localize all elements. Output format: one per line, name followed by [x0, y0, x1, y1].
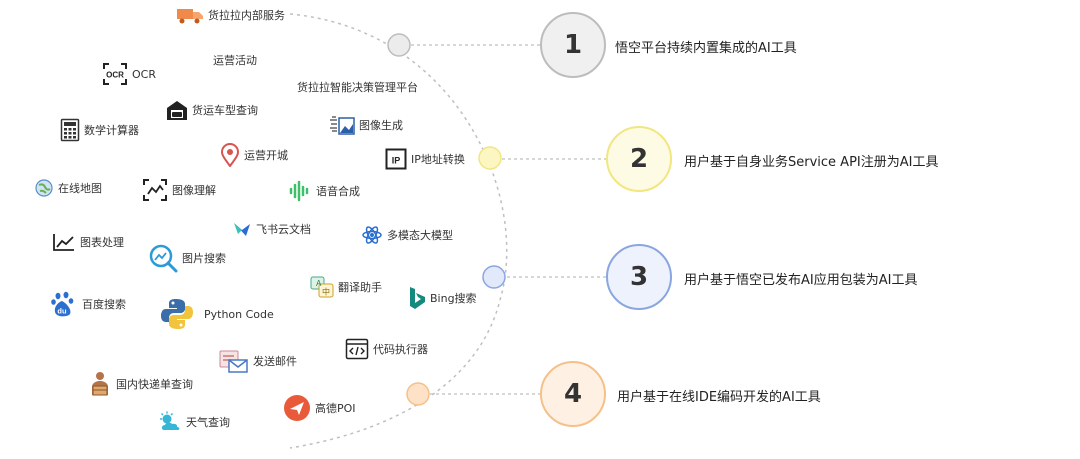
tool-multimodal-model: 多模态大模型	[361, 224, 453, 246]
ip-icon: IP	[385, 148, 407, 170]
tool-label: 图像生成	[359, 119, 403, 132]
ip-icon-text: IP	[392, 156, 401, 166]
tool-baidu-search: du 百度搜索	[50, 290, 126, 318]
voice-wave-icon	[288, 180, 312, 202]
step-3-number: 3	[629, 262, 649, 292]
tool-label: 发送邮件	[253, 355, 297, 368]
step-2-text: 用户基于自身业务Service API注册为AI工具	[684, 155, 939, 170]
tool-chart-processing: 图表处理	[52, 232, 124, 252]
tool-amap-poi: 高德POI	[283, 394, 356, 422]
tool-weather-query: 天气查询	[158, 411, 230, 433]
tool-image-search: 图片搜索	[148, 243, 226, 273]
weather-icon	[158, 411, 182, 433]
tool-label: 在线地图	[58, 182, 102, 195]
tool-label: 货拉拉内部服务	[208, 9, 285, 22]
arc-dot-4	[406, 382, 430, 406]
translate-icon-text-b: 中	[322, 287, 330, 297]
step-4-text: 用户基于在线IDE编码开发的AI工具	[617, 390, 821, 405]
arc-dot-2	[478, 146, 502, 170]
tool-label: 运营开城	[244, 149, 288, 162]
step-3-text: 用户基于悟空已发布AI应用包装为AI工具	[684, 273, 918, 288]
arc-dot-3	[482, 265, 506, 289]
tool-label: 货运车型查询	[192, 104, 258, 117]
tool-express-query: 国内快递单查询	[88, 371, 193, 397]
tool-label: 数学计算器	[84, 124, 139, 137]
translate-icon-text-a: A	[316, 279, 322, 288]
tool-code-executor: 代码执行器	[345, 338, 428, 360]
tool-label: 高德POI	[315, 402, 356, 415]
bing-icon	[408, 286, 426, 310]
amap-icon	[283, 394, 311, 422]
tool-ip-convert: IP IP地址转换	[385, 148, 465, 170]
tool-label: IP地址转换	[411, 153, 465, 166]
step-1-number: 1	[563, 30, 583, 60]
calculator-icon	[60, 118, 80, 142]
image-understand-icon	[142, 178, 168, 202]
tool-vehicle-query: 货运车型查询	[166, 99, 258, 121]
python-icon	[160, 297, 194, 331]
tool-label: 多模态大模型	[387, 229, 453, 242]
tool-decision-platform: 货拉拉智能决策管理平台	[297, 81, 418, 94]
step-1-circle: 1	[540, 12, 606, 78]
tool-label: Bing搜索	[430, 292, 477, 305]
step-2-number: 2	[629, 144, 649, 174]
step-2-circle: 2	[606, 126, 672, 192]
baidu-icon-text: du	[57, 307, 67, 316]
step-1-text: 悟空平台持续内置集成的AI工具	[615, 41, 797, 56]
step-4-circle: 4	[540, 361, 606, 427]
tool-python-code: Python Code	[160, 297, 274, 331]
tool-label: 图表处理	[80, 236, 124, 249]
tool-label: 代码执行器	[373, 343, 428, 356]
tool-image-generation: 图像生成	[329, 114, 403, 136]
tool-label: 翻译助手	[338, 281, 382, 294]
code-icon	[345, 338, 369, 360]
tool-image-understanding: 图像理解	[142, 178, 216, 202]
tool-internal-service: 货拉拉内部服务	[176, 6, 285, 24]
location-pin-icon	[220, 143, 240, 167]
tool-city-launch: 运营开城	[220, 143, 288, 167]
map-globe-icon	[34, 178, 54, 198]
tool-label: OCR	[132, 67, 156, 81]
line-chart-icon	[52, 232, 76, 252]
tool-speech-synthesis: 语音合成	[288, 180, 360, 202]
tool-label: 百度搜索	[82, 298, 126, 311]
atom-icon	[361, 224, 383, 246]
ocr-icon: OCR	[102, 62, 128, 86]
tool-ocr: OCR OCR	[102, 62, 156, 86]
tool-online-map: 在线地图	[34, 178, 102, 198]
mail-icon	[219, 348, 249, 374]
tool-label: Python Code	[204, 307, 274, 321]
image-generate-icon	[329, 114, 355, 136]
tool-bing-search: Bing搜索	[408, 286, 477, 310]
tool-label: 图像理解	[172, 184, 216, 197]
tool-label: 图片搜索	[182, 252, 226, 265]
tool-label: 飞书云文档	[256, 223, 311, 236]
garage-icon	[166, 99, 188, 121]
baidu-icon: du	[50, 290, 78, 318]
step-4-number: 4	[563, 379, 583, 409]
tool-label: 国内快递单查询	[116, 378, 193, 391]
tool-feishu-docs: 飞书云文档	[232, 220, 311, 238]
arc-dot-1	[387, 33, 411, 57]
feishu-icon	[232, 220, 252, 238]
truck-icon	[176, 6, 204, 24]
tool-calculator: 数学计算器	[60, 118, 139, 142]
image-search-icon	[148, 243, 178, 273]
tool-operation-activity: 运营活动	[213, 54, 257, 67]
parcel-icon	[88, 371, 112, 397]
ocr-icon-text: OCR	[106, 71, 124, 80]
tool-label: 语音合成	[316, 185, 360, 198]
tool-send-email: 发送邮件	[219, 348, 297, 374]
tool-label: 天气查询	[186, 416, 230, 429]
step-3-circle: 3	[606, 244, 672, 310]
